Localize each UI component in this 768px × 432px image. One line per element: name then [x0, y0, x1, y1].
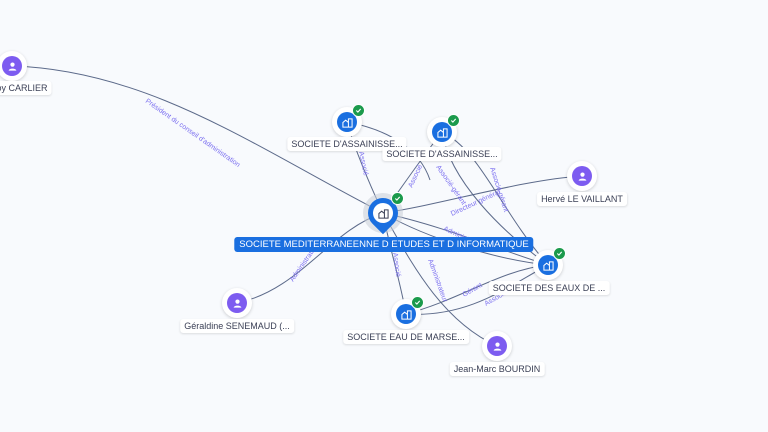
- node-label[interactable]: Géraldine SENEMAUD (...: [180, 319, 294, 333]
- node-label[interactable]: Hervé LE VAILLANT: [537, 192, 627, 206]
- edge-label: Associé: [407, 164, 424, 189]
- person-icon: [8, 62, 16, 71]
- node-person-carlier[interactable]: [0, 51, 27, 81]
- verified-check-icon: [447, 114, 460, 127]
- node-person-vaillant[interactable]: [567, 161, 597, 191]
- person-icon: [233, 299, 241, 308]
- node-person-senemaud[interactable]: [222, 288, 252, 318]
- person-icon: [493, 342, 501, 351]
- building-icon: [400, 309, 412, 320]
- node-label[interactable]: SOCIETE EAU DE MARSE...: [343, 330, 469, 344]
- building-icon: [341, 117, 353, 128]
- node-person-bourdin[interactable]: [482, 331, 512, 361]
- node-label[interactable]: Jean-Marc BOURDIN: [449, 362, 545, 376]
- edge-label: Gérant: [462, 282, 484, 299]
- edge-label: Président du conseil d'administration: [144, 98, 241, 169]
- node-center-company[interactable]: [361, 191, 405, 235]
- edge-marse-eaux-1: [405, 264, 549, 315]
- building-icon: [436, 127, 448, 138]
- building-icon: [542, 260, 554, 271]
- node-company-eaux[interactable]: [533, 247, 566, 280]
- node-company-marse[interactable]: [391, 296, 424, 329]
- edge-vaillant-center: [382, 175, 583, 214]
- verified-check-icon: [411, 296, 424, 309]
- node-label[interactable]: SOCIETE D'ASSAINISSE...: [382, 147, 502, 161]
- edge-label: Associé: [357, 151, 369, 177]
- edge-label: Administrateur: [426, 258, 448, 303]
- verified-check-icon: [391, 192, 404, 205]
- node-company-assain1[interactable]: [332, 104, 365, 137]
- edge-label: Associé: [391, 252, 401, 277]
- node-label[interactable]: SOCIETE D'ASSAINISSE...: [287, 137, 407, 151]
- verified-check-icon: [352, 104, 365, 117]
- center-node-label[interactable]: SOCIETE MEDITERRANEENNE D ETUDES ET D IN…: [234, 237, 534, 252]
- node-label[interactable]: SOCIETE DES EAUX DE ...: [488, 281, 610, 295]
- node-label[interactable]: oy CARLIER: [0, 81, 52, 95]
- verified-check-icon: [553, 247, 566, 260]
- edge-carlier-center: [11, 65, 384, 214]
- building-icon: [377, 208, 389, 219]
- person-icon: [578, 172, 586, 181]
- node-company-assain2[interactable]: [427, 114, 460, 147]
